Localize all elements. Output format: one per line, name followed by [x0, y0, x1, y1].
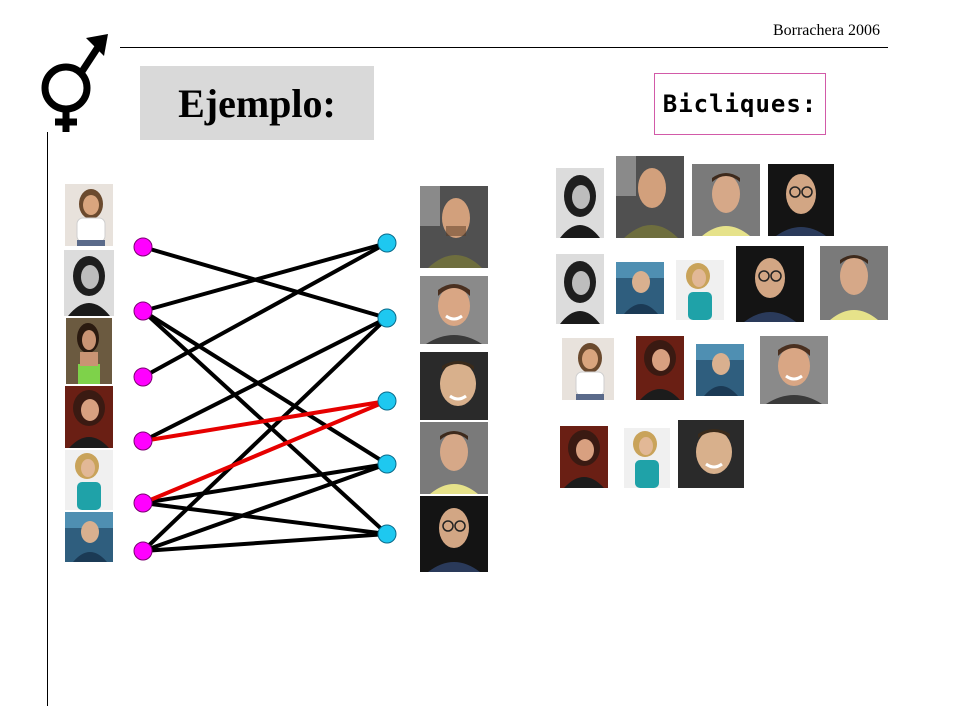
author-credit: Borrachera 2006 — [772, 22, 880, 39]
biclique-1-man-photo-young — [692, 164, 760, 236]
left-node-L5 — [133, 493, 153, 513]
biclique-2-woman-photo-blonde-teal — [676, 260, 724, 320]
woman-photo-bw — [64, 250, 114, 316]
header-rule — [120, 47, 888, 48]
man-photo-glasses — [420, 496, 488, 572]
woman-photo-white-top — [65, 184, 113, 246]
biclique-2-man-photo-glasses — [736, 246, 804, 322]
edge-L4-R3-highlight — [142, 399, 388, 443]
right-node-R4 — [377, 454, 397, 474]
biclique-4-woman-photo-red — [560, 426, 608, 488]
biclique-2-man-photo-young — [820, 246, 888, 320]
edge-L6-R5 — [142, 532, 388, 553]
woman-photo-blonde-teal — [65, 450, 113, 510]
woman-photo-green-top — [66, 318, 112, 384]
edge-L1-R2 — [142, 245, 388, 320]
biclique-1-man-photo-bald — [616, 156, 684, 238]
left-node-L1 — [133, 237, 153, 257]
edge-L6-R2 — [141, 316, 389, 553]
right-node-R5 — [377, 524, 397, 544]
man-photo-smiling — [420, 276, 488, 344]
left-node-L3 — [133, 367, 153, 387]
male-female-symbol-icon — [41, 34, 108, 132]
biclique-1-man-photo-glasses — [768, 164, 834, 236]
biclique-4-woman-photo-blonde-teal — [624, 428, 670, 488]
man-photo-dark — [420, 352, 488, 420]
right-node-R1 — [377, 233, 397, 253]
biclique-3-woman-photo-outdoor-blue — [696, 344, 744, 396]
man-photo-bald — [420, 186, 488, 268]
right-node-R3 — [377, 391, 397, 411]
left-node-L6 — [133, 541, 153, 561]
edge-L3-R1 — [142, 241, 388, 379]
biclique-4-man-photo-dark — [678, 420, 744, 488]
right-node-R2 — [377, 308, 397, 328]
biclique-2-woman-photo-outdoor-blue — [616, 262, 664, 314]
title-box: Ejemplo: — [140, 66, 374, 140]
edge-L5-R4 — [142, 462, 388, 505]
biclique-2-woman-photo-bw — [556, 254, 604, 324]
edge-L4-R2 — [142, 316, 388, 443]
woman-photo-red — [65, 386, 113, 448]
biclique-1-woman-photo-bw — [556, 168, 604, 238]
woman-photo-outdoor-blue — [65, 512, 113, 562]
bicliques-label-box: Bicliques: — [654, 73, 826, 135]
edge-L2-R1 — [142, 241, 388, 313]
edge-L5-R3-highlight — [142, 399, 388, 505]
biclique-3-man-photo-smiling — [760, 336, 828, 404]
biclique-3-woman-photo-white-top — [562, 338, 614, 400]
man-photo-young — [420, 422, 488, 494]
left-node-L4 — [133, 431, 153, 451]
edge-L5-R5 — [142, 501, 388, 536]
page-title: Ejemplo: — [178, 80, 336, 126]
edge-L6-R4 — [142, 462, 388, 553]
biclique-3-woman-photo-red — [636, 336, 684, 400]
bicliques-label: Bicliques: — [662, 90, 818, 118]
edge-L2-R4 — [141, 309, 389, 466]
left-node-L2 — [133, 301, 153, 321]
side-rule — [47, 132, 48, 706]
